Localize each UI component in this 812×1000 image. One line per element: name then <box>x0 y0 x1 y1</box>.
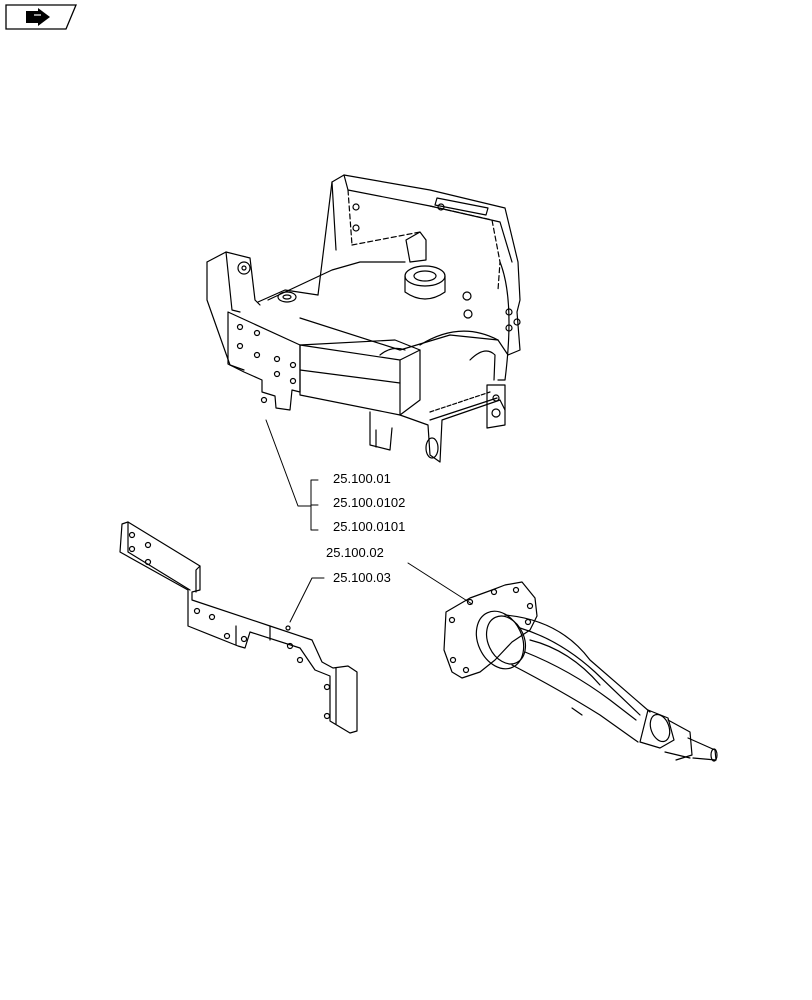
callout-leaders <box>265 419 473 623</box>
page-navigation-arrow-icon <box>5 4 77 30</box>
callout-frame-main[interactable]: 25.100.01 <box>333 471 391 486</box>
axle-housing <box>443 581 718 762</box>
page-navigation-button[interactable] <box>5 4 77 30</box>
front-axle-support-frame <box>206 174 521 463</box>
callout-support-bracket[interactable]: 25.100.03 <box>333 570 391 585</box>
support-bracket <box>119 521 358 734</box>
callout-frame-variant-b[interactable]: 25.100.0101 <box>333 519 406 534</box>
leader-axle-housing <box>407 562 473 605</box>
leader-frame <box>265 419 312 507</box>
callout-axle-housing[interactable]: 25.100.02 <box>326 545 384 560</box>
callout-frame-variant-a[interactable]: 25.100.0102 <box>333 495 406 510</box>
leader-support-bracket <box>289 577 325 623</box>
